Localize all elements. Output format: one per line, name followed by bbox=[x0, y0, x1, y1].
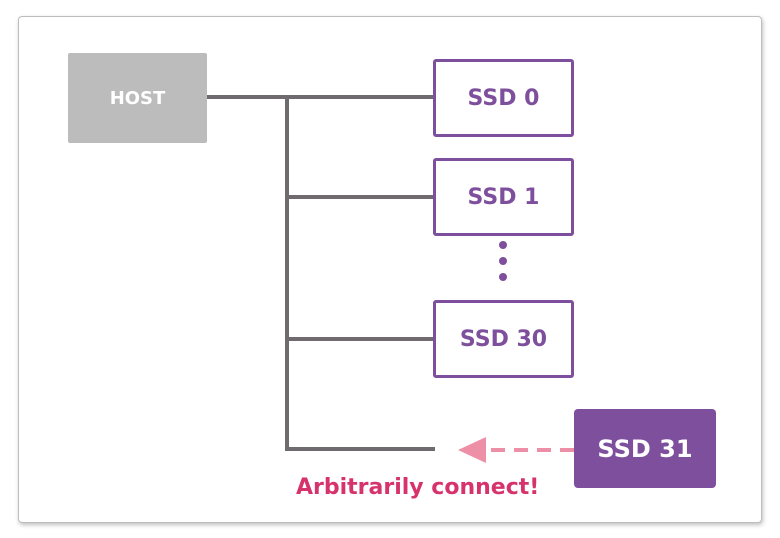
arbitrarily-connect-caption: Arbitrarily connect! bbox=[296, 475, 540, 500]
ellipsis-dots bbox=[497, 241, 509, 283]
ssd-31-box: SSD 31 bbox=[574, 409, 716, 488]
arrow-head bbox=[458, 437, 486, 463]
ssd-31-label: SSD 31 bbox=[597, 434, 693, 463]
ssd-30-label: SSD 30 bbox=[459, 326, 548, 352]
ssd-1-box: SSD 1 bbox=[433, 158, 574, 236]
ssd-0-label: SSD 0 bbox=[467, 85, 540, 111]
ssd-0-box: SSD 0 bbox=[433, 59, 574, 137]
ellipsis-dot bbox=[499, 273, 507, 281]
host-box: HOST bbox=[68, 53, 207, 143]
ellipsis-dot bbox=[499, 241, 507, 249]
ssd-30-box: SSD 30 bbox=[433, 300, 574, 378]
ssd-1-label: SSD 1 bbox=[467, 184, 540, 210]
ellipsis-dot bbox=[499, 257, 507, 265]
host-label: HOST bbox=[109, 87, 166, 109]
